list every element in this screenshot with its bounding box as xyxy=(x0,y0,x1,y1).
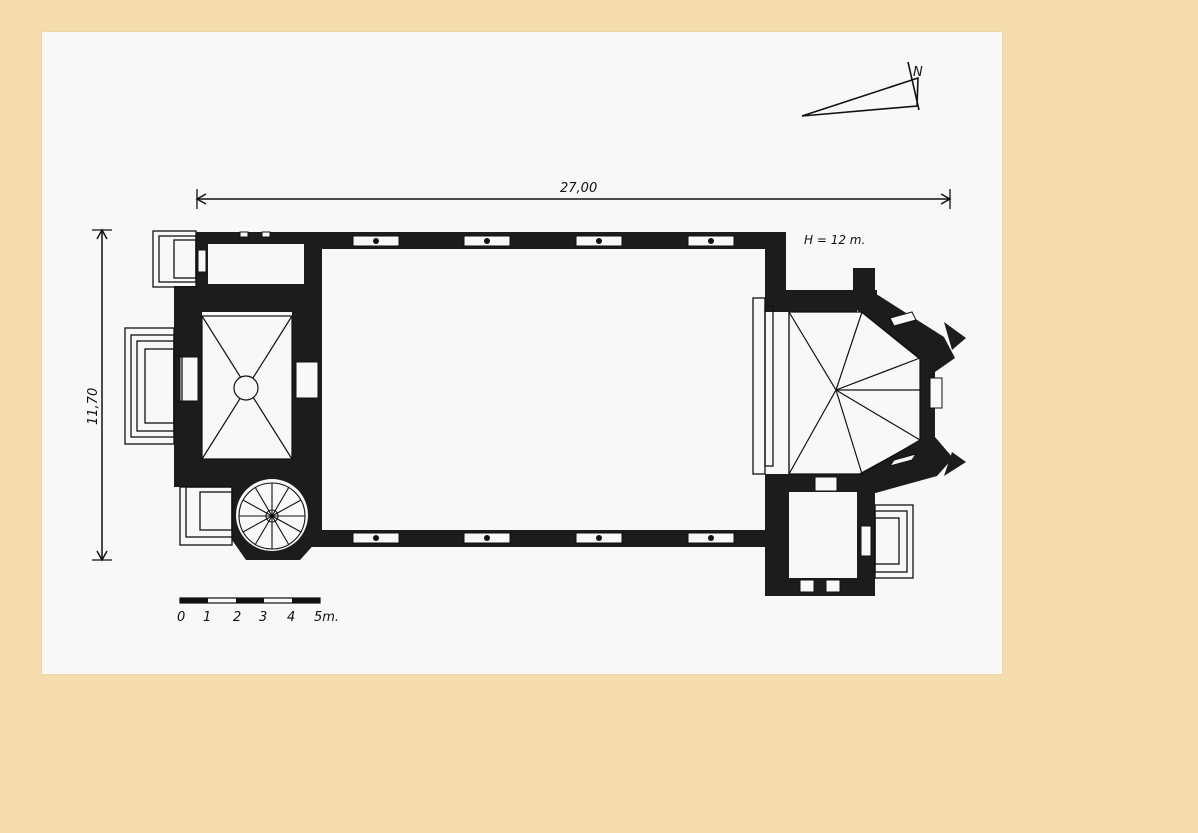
tower-vault xyxy=(201,315,293,460)
scale-tick-3: 3 xyxy=(259,610,267,625)
scale-tick-1: 1 xyxy=(203,610,211,625)
length-dimension-label: 27,00 xyxy=(560,181,597,196)
wall-openings xyxy=(179,231,943,593)
room-interiors xyxy=(202,244,920,578)
north-label: N xyxy=(913,65,923,80)
exterior-steps xyxy=(124,230,914,579)
scale-tick-4: 4 xyxy=(287,610,295,625)
walls xyxy=(174,232,966,596)
north-arrow: N xyxy=(801,61,923,117)
width-dimension-label: 11,70 xyxy=(86,388,101,425)
scale-tick-0: 0 xyxy=(177,610,185,625)
nave-windows xyxy=(352,235,735,544)
spiral-staircase xyxy=(238,482,306,550)
apse-vault xyxy=(788,311,921,475)
scale-tick-2: 2 xyxy=(233,610,241,625)
height-note: H = 12 m. xyxy=(804,233,865,247)
width-dimension-line: 11,70 xyxy=(86,228,112,562)
scale-tick-5: 5m. xyxy=(314,610,339,625)
scale-bar: 0 1 2 3 4 5m. xyxy=(177,597,339,625)
length-dimension-line: 27,00 xyxy=(195,181,952,209)
